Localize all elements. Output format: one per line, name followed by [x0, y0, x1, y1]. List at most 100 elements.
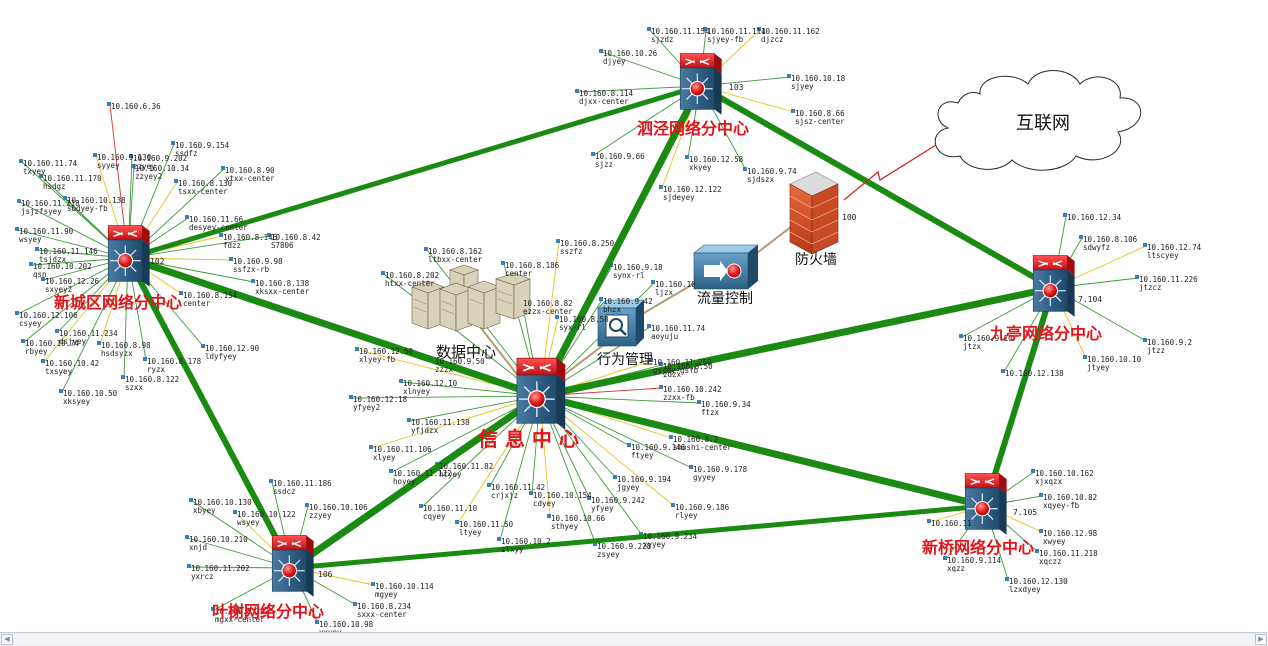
host-node-icon: [1135, 275, 1139, 279]
internet-label: 互联网: [1016, 113, 1070, 134]
center-port-sj: 103: [729, 83, 744, 92]
host-node-icon: [419, 504, 423, 508]
host-node-icon: [593, 542, 597, 546]
host-node-icon: [1039, 529, 1043, 533]
leaf-link: [539, 395, 701, 404]
leaf-link: [577, 85, 701, 93]
host-node-icon: [1143, 338, 1147, 342]
host-node-icon: [927, 519, 931, 523]
host-node-icon: [143, 357, 147, 361]
host-node-icon: [529, 491, 533, 495]
center-label-xxzx: 信 息 中 心: [478, 427, 579, 451]
host-node-icon: [599, 297, 603, 301]
host-node-icon: [613, 475, 617, 479]
host-node-icon: [369, 445, 373, 449]
host-node-icon: [791, 109, 795, 113]
host-node-icon: [697, 400, 701, 404]
host-node-icon: [659, 385, 663, 389]
center-label-jt: 九亭网络分中心: [989, 324, 1102, 343]
host-node-icon: [685, 155, 689, 159]
host-node-icon: [19, 159, 23, 163]
host-node-icon: [575, 89, 579, 93]
data-center-servers: [411, 264, 531, 332]
host-label: 10.160.10.98yxyey: [319, 620, 374, 632]
center-label-xcq: 新城区网络分中心: [54, 293, 182, 312]
host-node-icon: [555, 315, 559, 319]
center-label-xq: 新桥网络分中心: [922, 538, 1034, 557]
host-node-icon: [63, 196, 67, 200]
center-port-xcq: 102: [150, 257, 165, 266]
host-node-icon: [17, 199, 21, 203]
host-node-icon: [689, 465, 693, 469]
host-node-icon: [97, 341, 101, 345]
host-node-icon: [627, 443, 631, 447]
host-node-icon: [787, 74, 791, 78]
host-node-icon: [647, 27, 651, 31]
scroll-right-arrow-icon[interactable]: ▶: [1255, 634, 1267, 645]
firewall-label: 防火墙: [795, 252, 837, 268]
host-node-icon: [959, 334, 963, 338]
host-node-icon: [659, 362, 663, 366]
host-node-icon: [229, 257, 233, 261]
host-node-icon: [556, 239, 560, 243]
core-switch-jt-icon: [1032, 255, 1076, 317]
host-node-icon: [185, 535, 189, 539]
leaf-link: [383, 273, 541, 397]
leaf-link: [539, 395, 693, 469]
host-node-icon: [671, 503, 675, 507]
scroll-thumb[interactable]: [14, 634, 1254, 645]
host-node-icon: [129, 154, 133, 158]
leaf-link: [371, 395, 541, 449]
host-node-icon: [501, 261, 505, 265]
host-node-icon: [1031, 469, 1035, 473]
host-node-icon: [943, 556, 947, 560]
host-node-icon: [1079, 235, 1083, 239]
host-label: 10.160.11: [931, 519, 972, 528]
trunk-link-xcq-ys: [125, 255, 295, 571]
host-node-icon: [21, 339, 25, 343]
host-node-icon: [55, 329, 59, 333]
horizontal-scrollbar[interactable]: ◀ ▶: [0, 632, 1268, 646]
traffic-control-label: 流量控制: [697, 291, 753, 307]
scroll-left-arrow-icon[interactable]: ◀: [1, 634, 13, 645]
host-node-icon: [1005, 577, 1009, 581]
